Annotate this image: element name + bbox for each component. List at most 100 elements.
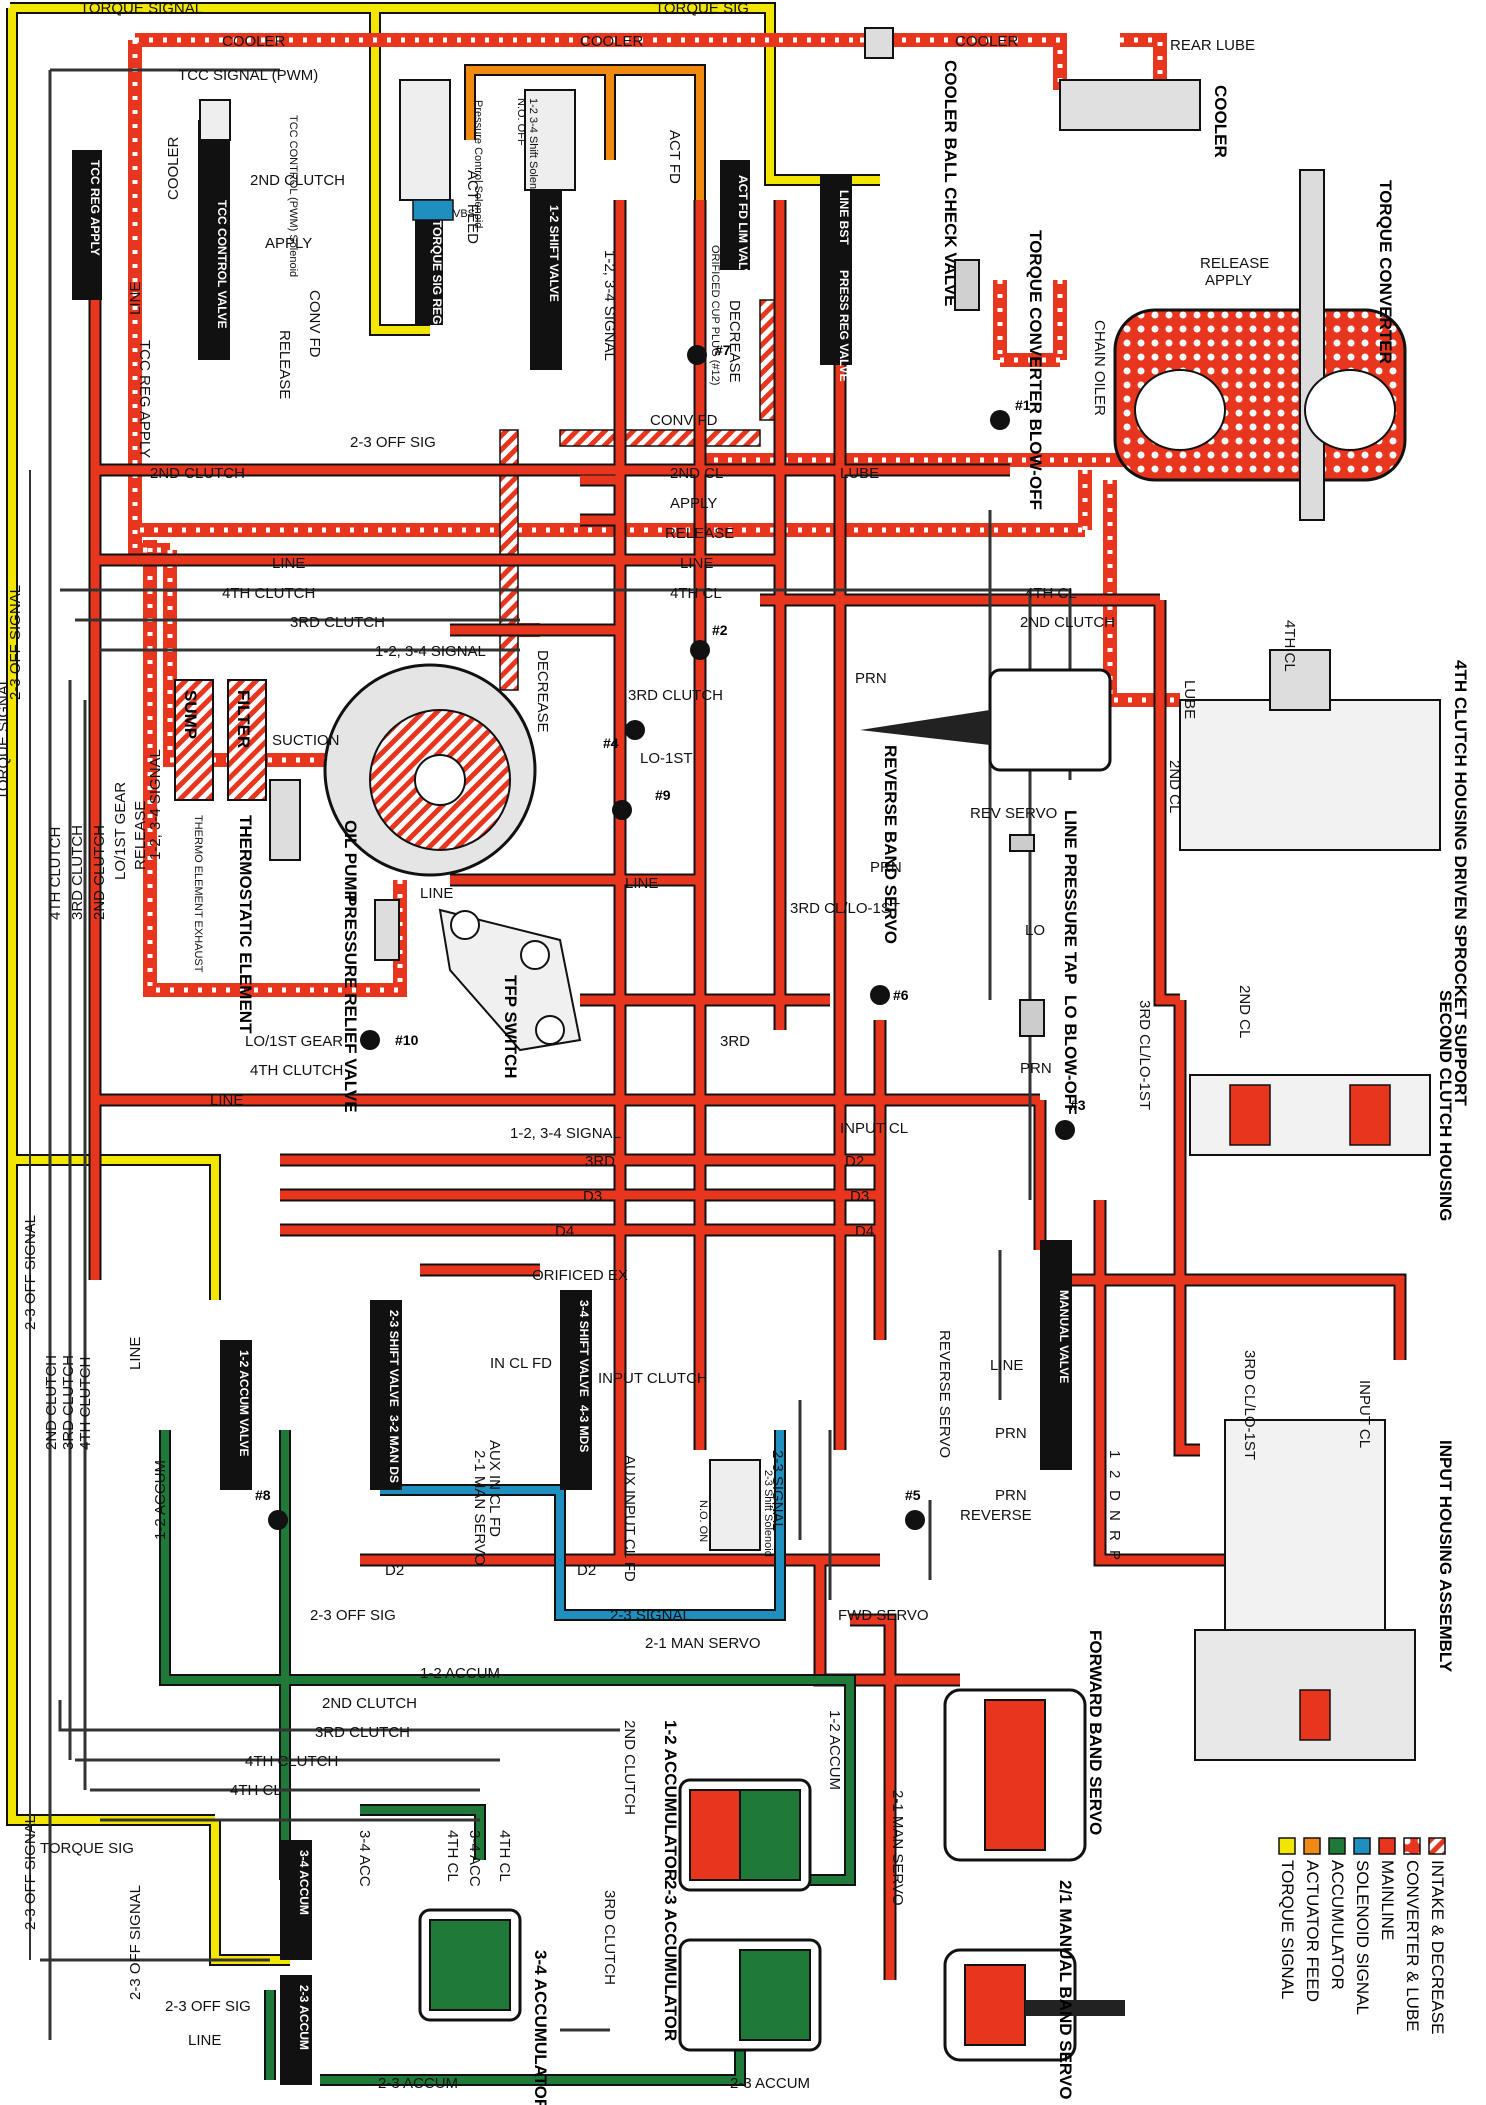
label-off-sig-23-2: 2-3 OFF SIG [310,1607,396,1624]
label-fourth-clutch-1: 4TH CLUTCH [222,585,315,602]
input-housing-label: INPUT HOUSING ASSEMBLY [1436,1440,1455,1673]
passage-labels: TORQUE SIGNAL TORQUE SIG COOLER COOLER C… [40,0,1269,2092]
label-lo-1: LO [1025,922,1045,939]
valve-shift-12-label: 1-2 SHIFT VALVE [547,205,561,302]
valve-accum-12: 1-2 ACCUM VALVE [220,1340,252,1490]
label-torque-sig-top: TORQUE SIG [655,0,749,17]
svg-text:#3: #3 [1070,1097,1086,1113]
svg-text:#7: #7 [715,342,731,358]
line-pressure-tap: LINE PRESSURE TAP [1009,810,1080,984]
label-aux-in-cl-fd-v: AUX IN CL FD [486,1440,503,1537]
check-ball-1: #1 [990,397,1031,430]
svg-text:#1: #1 [1015,397,1031,413]
label-cooler-1: COOLER [222,33,286,50]
legend-label-torque: TORQUE SIGNAL [1278,1860,1297,2000]
valve-shift-23: 2-3 SHIFT VALVE [370,1300,402,1410]
valve-tcc-reg-apply: TCC REG APPLY [72,150,102,300]
second-clutch-housing-label: SECOND CLUTCH HOUSING [1436,990,1455,1221]
svg-text:#2: #2 [712,622,728,638]
label-cl3-lo1st-v1: 3RD CL/LO-1ST [1136,1000,1153,1110]
label-lo1st-gear: LO/1ST GEAR [245,1033,343,1050]
reverse-band-servo-label: REVERSE BAND SERVO [881,745,900,944]
valve-accum-23-label: 2-3 ACCUM [297,1985,311,2050]
valve-shift-12: 1-2 SHIFT VALVE [530,190,562,370]
manual-band-servo: 2/1 MANUAL BAND SERVO [943,1880,1125,2099]
valve-man-32: 3-2 MAN DS [370,1410,402,1490]
second-clutch-housing: SECOND CLUTCH HOUSING [1189,990,1455,1221]
label-fourth-cl-1: 4TH CL [670,585,722,602]
label-aux-input-cl-fd-v: AUX INPUT CL FD [621,1455,638,1582]
thermo-exhaust-label: THERMO ELEMENT EXHAUST [192,815,204,973]
label-torque-sig-bottom: TORQUE SIG [40,1840,134,1857]
label-second-clutch-3: 2ND CLUTCH [1020,614,1115,631]
thermostatic-element: THERMOSTATIC ELEMENT THERMO ELEMENT EXHA… [192,779,301,1034]
lo-blowoff: LO BLOW-OFF [1019,995,1080,1115]
label-acc-34-v1: 3-4 ACC [356,1830,373,1887]
accumulator-lines [159,1430,856,2086]
svg-text:#9: #9 [655,787,671,803]
label-tcc-reg-apply-v: TCC REG APPLY [136,340,153,458]
accumulator-34-label: 3-4 ACCUMULATOR [531,1950,550,2105]
label-d3-2: D3 [850,1188,869,1205]
label-fourth-cl-v: 4TH CL [1281,620,1298,672]
range-2: 2 [1106,1470,1123,1478]
check-ball-4: #4 [603,720,645,751]
label-off-sig-23: 2-3 OFF SIG [350,434,436,451]
label-cooler-3: COOLER [955,33,1019,50]
label-second-cl-v: 2ND CL [1166,760,1183,813]
svg-text:#4: #4 [603,735,619,751]
label-line-1: LINE [272,555,305,572]
label-third-clutch-v3: 3RD CLUTCH [601,1890,618,1985]
label-release-1: RELEASE [1200,255,1269,272]
valve-act-feed-limit: ACT FD LIM VALVE [720,160,750,285]
label-input-cl-1: INPUT CL [840,1120,908,1137]
solenoid-pcs-label: Pressure Control Solenoid [472,100,484,228]
sump-filter: SUMP FILTER SUCTION [181,690,340,749]
label-line-6: LINE [990,1357,1023,1374]
sump-label: SUMP [181,690,200,739]
label-act-feed-v: ACT FEED [464,170,481,244]
valve-man-43-label: 4-3 MDS [577,1405,591,1452]
label-rear-lube: REAR LUBE [1170,37,1255,54]
label-apply-3: APPLY [670,495,717,512]
svg-text:#10: #10 [395,1032,419,1048]
label-second-clutch-2: 2ND CLUTCH [150,465,245,482]
svg-text:#5: #5 [905,1487,921,1503]
label-third-clutch-2: 3RD CLUTCH [628,687,723,704]
valve-tcc-control-label: TCC CONTROL VALVE [215,200,229,329]
label-act-fd-v: ACT FD [666,130,683,184]
valve-torque-sig-reg-label: TORQUE SIG REG [430,220,444,324]
solenoid-shift-23-state: N.O. ON [697,1500,709,1542]
label-third-clutch-v: 3RD CLUTCH [69,825,86,920]
valve-shift-34: 3-4 SHIFT VALVE [560,1290,592,1400]
label-prn-1: PRN [855,670,887,687]
mainline-lines [88,200,1407,1980]
label-accum-12: 1-2 ACCUM [420,1665,500,1682]
valve-tcc-reg-apply-label: TCC REG APPLY [88,160,102,256]
accumulator-23-label: 2-3 ACCUMULATOR [661,1880,680,2041]
label-cooler-v: COOLER [165,136,182,200]
label-second-cl-v2: 2ND CL [1236,985,1253,1038]
solenoid-tcc-pwm-label: TCC CONTROL (PWM) Solenoid [287,115,299,277]
label-sig-134-v2: 1-2, 3-4 SIGNAL [601,250,618,361]
label-fourth-cl-3: 4TH CL [230,1782,282,1799]
valve-accum-23: 2-3 ACCUM [280,1975,312,2085]
label-conv-fd-v: CONV FD [306,290,323,358]
tfp-switch-label: TFP SWITCH [501,975,520,1079]
label-line-v1: LINE [127,1337,144,1370]
check-ball-2: #2 [690,622,728,660]
label-prn-5: PRN [995,1487,1027,1504]
legend: INTAKE & DECREASE CONVERTER & LUBE MAINL… [1278,1837,1447,2034]
label-prn-2: PRN [870,859,902,876]
label-accum-12-v: 1-2 ACCUM [152,1460,169,1540]
legend-label-actuator: ACTUATOR FEED [1303,1860,1322,2002]
label-line-4: LINE [625,875,658,892]
label-signal-23: 2-3 SIGNAL [610,1607,691,1624]
label-lo1st-gear-v: LO/1ST GEAR [112,782,129,880]
accumulator-12: 1-2 ACCUMULATOR [661,1720,812,1892]
legend-label-mainline: MAINLINE [1378,1860,1397,1940]
label-d2-1: D2 [845,1153,864,1170]
label-man-servo-21: 2-1 MAN SERVO [645,1635,761,1652]
solenoid-tcc-pwm: TCC CONTROL (PWM) Solenoid [199,99,299,277]
label-line-7: LINE [188,2032,221,2049]
